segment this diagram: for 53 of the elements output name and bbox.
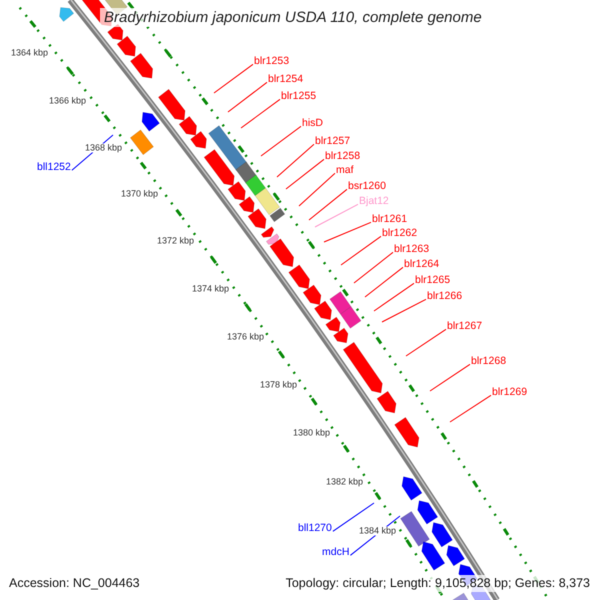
gene-label: blr1253 <box>254 56 290 66</box>
leader-line <box>324 222 372 242</box>
leader-line <box>332 502 374 532</box>
leader-line <box>340 236 382 266</box>
gene-label: bll1252 <box>37 162 71 172</box>
gene-label: blr1254 <box>268 74 304 84</box>
leader-line <box>382 298 426 322</box>
gene-label: bll1270 <box>298 522 332 534</box>
scale-label: 1372 kbp <box>156 236 196 246</box>
scale-label: 1382 kbp <box>325 478 364 486</box>
leader-line <box>308 188 348 220</box>
gene-label: bsr1260 <box>348 180 386 192</box>
leader-line <box>430 364 470 392</box>
gene-label: blr1261 <box>372 214 408 224</box>
scale-label: 1376 kbp <box>226 332 266 342</box>
gene-label: Bjat12 <box>359 196 389 206</box>
leader-line <box>364 266 404 298</box>
gene-label: blr1255 <box>281 90 316 102</box>
scale-label: 1370 kbp <box>120 190 160 198</box>
gene-label: maf <box>336 164 354 176</box>
scale-label: 1384 kbp <box>358 526 398 536</box>
accession-text: Accession: NC_004463 <box>9 575 140 592</box>
leader-line <box>276 144 314 178</box>
leader-line <box>240 98 280 128</box>
gene-label: blr1267 <box>447 320 482 332</box>
scale-label: 1378 kbp <box>259 380 298 390</box>
leader-line <box>450 394 492 422</box>
leader-line <box>228 82 268 112</box>
leader-line <box>406 328 446 356</box>
gene-label: blr1257 <box>315 136 350 146</box>
gene-label: mdcH <box>322 546 350 558</box>
gene-label: hisD <box>302 118 324 128</box>
gene-label: blr1269 <box>492 386 528 398</box>
genome-stats-text: Topology: circular; Length: 9,105,828 bp; Genes: 8,373 <box>286 575 590 592</box>
leader-line <box>354 252 394 284</box>
scale-label: 1374 kbp <box>191 284 230 294</box>
leader-line <box>374 282 414 312</box>
gene-label: blr1268 <box>471 356 506 366</box>
gene-label: blr1264 <box>404 258 440 270</box>
leader-line <box>214 64 254 94</box>
leader-line <box>298 172 336 206</box>
scale-label: 1364 kbp <box>10 48 50 58</box>
leader-line <box>260 126 302 156</box>
scale-label: 1380 kbp <box>292 428 332 438</box>
gene-label: blr1262 <box>382 228 418 238</box>
gene-label: blr1263 <box>394 244 430 254</box>
gene-label: blr1258 <box>325 150 360 162</box>
scale-label: 1368 kbp <box>84 144 124 152</box>
gene-label: blr1265 <box>415 274 450 286</box>
leader-line <box>286 158 324 190</box>
gene-label: blr1266 <box>427 290 462 302</box>
leader-line <box>314 204 358 228</box>
scale-label: 1366 kbp <box>48 96 88 106</box>
